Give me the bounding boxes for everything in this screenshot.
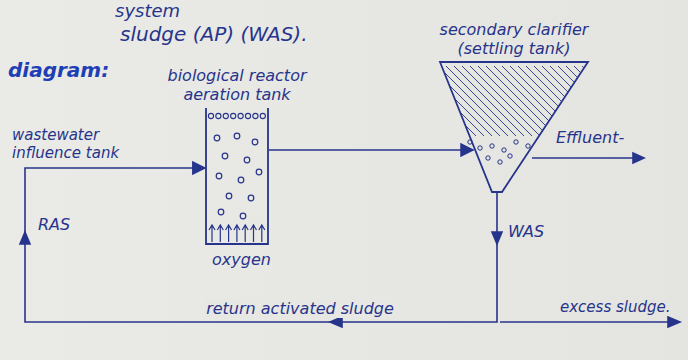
clarifier-tank: secondary clarifier (settling tank) xyxy=(440,62,588,192)
aeration-tank: biological reactor aeration tank xyxy=(205,108,269,245)
note-label: wastewater influence tank xyxy=(12,126,152,162)
note-label: oxygen xyxy=(212,250,292,269)
note-label: Effluent- xyxy=(556,128,666,147)
flow-connector xyxy=(269,149,473,151)
note-label: excess sludge. xyxy=(560,298,684,316)
connector-label: return activated sludge xyxy=(204,299,396,318)
arrow-head xyxy=(633,153,644,163)
note-label: diagram: xyxy=(8,58,128,82)
note-label: RAS xyxy=(38,215,98,234)
tank-outline xyxy=(205,108,269,245)
clarifier-outline xyxy=(440,62,588,192)
effluent-line xyxy=(532,157,636,159)
flow-connector xyxy=(25,168,497,322)
tank-heading: secondary clarifier (settling tank) xyxy=(425,20,603,58)
excess-sludge-line xyxy=(500,321,670,323)
note-label: system xyxy=(115,0,235,22)
note-label: sludge (AP) (WAS). xyxy=(120,22,380,46)
arrow-head xyxy=(668,317,680,327)
tank-heading: biological reactor aeration tank xyxy=(151,66,323,104)
note-label: WAS xyxy=(508,222,568,241)
